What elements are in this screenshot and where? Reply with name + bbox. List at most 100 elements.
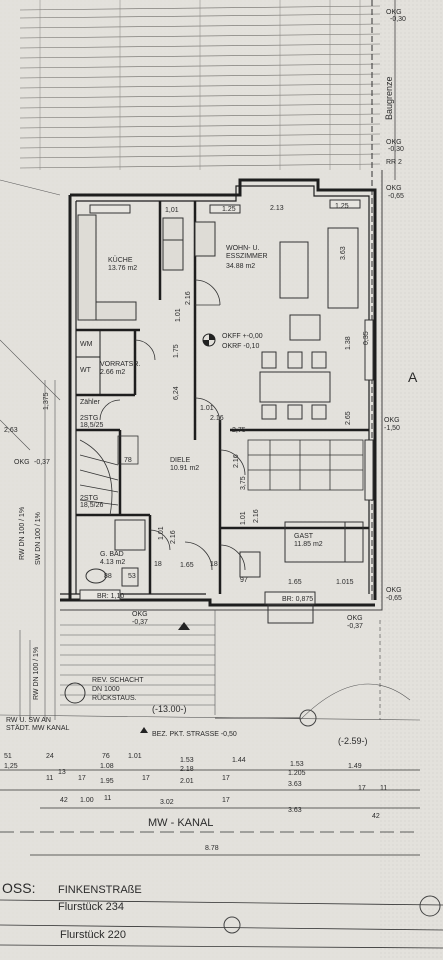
okg5-value: -0,37 — [347, 623, 363, 630]
row1-cell: 76 — [102, 753, 110, 760]
room-bad: G. BAD — [100, 551, 124, 558]
okff-label: OKFF +-0,00 — [222, 333, 263, 340]
okg-left-label: OKG — [14, 459, 30, 466]
row4-cell: 1.00 — [80, 797, 94, 804]
windows — [79, 199, 374, 605]
dim-25: 18 — [154, 561, 162, 568]
outer-walls — [60, 170, 383, 611]
dim-1: 1,01 — [165, 207, 179, 214]
rw2-pipe-label: RW DN 100 / 1% — [33, 647, 40, 700]
row3-cell: 17 — [358, 785, 366, 792]
dim-8: 1.75 — [173, 344, 180, 358]
stair1-value: 18,5/25 — [80, 422, 103, 429]
dim-3: 2.13 — [270, 205, 284, 212]
row3-cell: 1.95 — [100, 778, 114, 785]
dim-row-1: 51 24 76 1.01 1.53 1.44 1.53 1.49 — [4, 753, 362, 770]
row3-cell: 17 — [142, 775, 150, 782]
okg6-value: -0,65 — [386, 595, 402, 602]
dim-22: 2.16 — [170, 530, 177, 544]
row4-cell: 42 — [60, 797, 68, 804]
living-furniture — [239, 227, 364, 578]
row3-cell: 2.01 — [180, 778, 194, 785]
plan-title-fragment: OSS: — [2, 880, 35, 896]
dim-5: 3.63 — [340, 246, 347, 260]
door-swings — [99, 279, 246, 571]
dim-21: 1.01 — [158, 526, 165, 540]
okg-top: OKG — [386, 9, 402, 16]
dim-14: 2,75 — [232, 427, 246, 434]
room-wohn-area: 34.88 m2 — [226, 263, 255, 270]
left-site — [0, 339, 61, 720]
dim-26: 1.65 — [180, 562, 194, 569]
rw-sw-label: RW U. SW AN — [6, 717, 51, 724]
okg4-value: -0,37 — [132, 619, 148, 626]
dim-row-3: 11 13 17 1.95 17 2.01 17 3.63 17 11 — [46, 769, 387, 792]
row1-cell: 24 — [46, 753, 54, 760]
stair1-label: 2STG — [80, 415, 98, 422]
room-gast-area: 11.85 m2 — [294, 541, 323, 548]
total-width: 8.78 — [205, 845, 219, 852]
okg2-value: -0,30 — [388, 146, 404, 153]
row2-cell: 1.205 — [288, 770, 306, 777]
dim-row-2: 1,25 1.08 2.18 1.205 — [4, 763, 306, 777]
dim-17: 3,75 — [240, 476, 247, 490]
dim-29: 1.65 — [288, 579, 302, 586]
elevation-2: (-2.59-) — [338, 736, 368, 746]
row4-cell: 3.63 — [288, 807, 302, 814]
row1-cell: 1.49 — [348, 763, 362, 770]
stairs — [79, 435, 364, 516]
okg5-label: OKG — [347, 615, 363, 622]
okg3-value: -0,65 — [388, 193, 404, 200]
kitchen-counter — [77, 214, 216, 321]
row2-cell: 2.18 — [180, 766, 194, 773]
sw-pipe-label: SW DN 100 / 1% — [35, 512, 42, 565]
dim-6: 2.16 — [185, 291, 192, 305]
dim-4: 1.25 — [335, 203, 349, 210]
br-label-2: BR: 0,875 — [282, 596, 313, 603]
stair2-label: 2STG — [80, 495, 98, 502]
dim-19: 2.16 — [253, 509, 260, 523]
dim-28: 97 — [240, 577, 248, 584]
okg6-label: OKG — [386, 587, 402, 594]
dim-15: 2.65 — [345, 411, 352, 425]
mw-kanal-label: MW - KANAL — [148, 817, 213, 829]
row4-cell: 11 — [104, 795, 111, 802]
elevation-1: (-13.00-) — [152, 704, 187, 714]
room-bad-area: 4.13 m2 — [100, 559, 125, 566]
dim-13: 2.16 — [210, 415, 224, 422]
bathroom-fixtures — [85, 519, 146, 587]
dim-2: 1.25 — [222, 206, 236, 213]
row1-cell: 1.53 — [180, 757, 194, 764]
row4-cell: 3.02 — [160, 799, 174, 806]
dim-16: 2.16 — [233, 454, 240, 468]
dim-11: 6,24 — [173, 386, 180, 400]
dim-32: 2,63 — [4, 427, 18, 434]
room-vorrat-area: 2.66 m2 — [100, 369, 125, 376]
row1-cell: 51 — [4, 753, 12, 760]
okg7-label: OKG — [384, 417, 400, 424]
row4-cell: 17 — [222, 797, 230, 804]
room-vorrat: VORRATSR. — [100, 361, 140, 368]
okg-left-value: -0,37 — [34, 459, 50, 466]
row4-cell: 42 — [372, 813, 380, 820]
dim-12: 1.01 — [200, 405, 214, 412]
dim-24: 53 — [128, 573, 136, 580]
okg3-label: OKG — [386, 185, 402, 192]
rev-dn: DN 1000 — [92, 686, 120, 693]
okg7-value: -1,50 — [384, 425, 400, 432]
row3-cell: 3.63 — [288, 781, 302, 788]
row2-cell: 1.08 — [100, 763, 114, 770]
dim-18: 1.01 — [240, 511, 247, 525]
dim-20: 78 — [124, 457, 132, 464]
dimension-lines — [0, 769, 443, 949]
room-wohn-line2: ESSZIMMER — [226, 253, 268, 260]
okg4-label: OKG — [132, 611, 148, 618]
room-diele-area: 10.91 m2 — [170, 465, 199, 472]
rw-pipe-label: RW DN 100 / 1% — [19, 507, 26, 560]
stair2-value: 18,5/26 — [80, 502, 103, 509]
room-kueche: KÜCHE — [108, 256, 133, 264]
dim-10: 0,35 — [363, 331, 370, 345]
row1-cell: 1.53 — [290, 761, 304, 768]
